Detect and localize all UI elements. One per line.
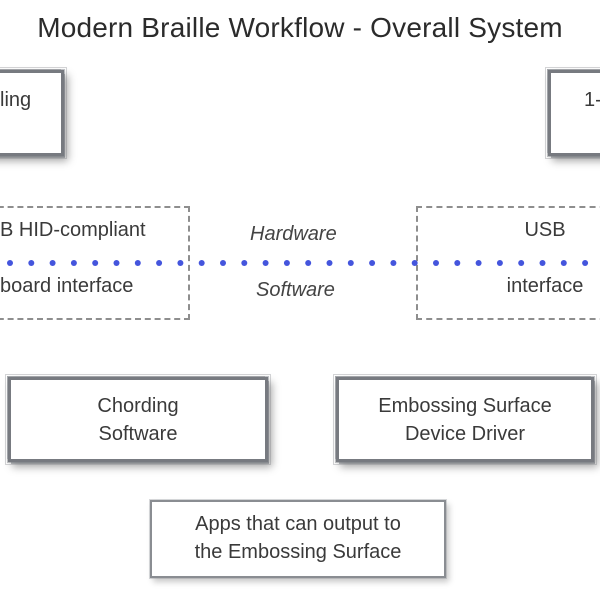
divider-dot bbox=[326, 260, 333, 266]
usb-interface-line2: interface bbox=[506, 275, 584, 297]
divider-dot bbox=[177, 260, 184, 266]
hid-interface-box bbox=[0, 206, 190, 320]
top-left-box-label: ling bbox=[0, 89, 32, 111]
chording-software-line1: Chording bbox=[97, 395, 179, 417]
apps-line1: Apps that can output to bbox=[195, 513, 401, 535]
divider-dot bbox=[539, 260, 546, 266]
divider-dot bbox=[198, 260, 205, 266]
divider-dot bbox=[134, 260, 141, 266]
hardware-label: Hardware bbox=[250, 223, 337, 245]
device-driver-box bbox=[333, 374, 597, 465]
software-label: Software bbox=[256, 279, 335, 301]
usb-interface-line1: USB bbox=[524, 219, 566, 241]
divider-dot bbox=[390, 260, 397, 266]
diagram-title: Modern Braille Workflow - Overall System bbox=[37, 12, 563, 43]
top-right-box-label: 1- bbox=[584, 89, 600, 111]
divider-dot bbox=[347, 260, 354, 266]
divider-dot bbox=[283, 260, 290, 266]
divider-dot bbox=[411, 260, 418, 266]
device-driver-line2: Device Driver bbox=[404, 423, 526, 445]
device-driver-line1: Embossing Surface bbox=[378, 395, 552, 417]
divider-dot bbox=[560, 260, 567, 266]
hid-interface-line2: board interface bbox=[0, 275, 134, 297]
divider-dot bbox=[220, 260, 226, 266]
divider-dot bbox=[475, 260, 482, 266]
divider-dot bbox=[262, 260, 269, 266]
divider-dot bbox=[7, 260, 13, 266]
top-right-box bbox=[545, 67, 600, 159]
divider-dot bbox=[582, 260, 589, 266]
top-left-box bbox=[0, 67, 67, 159]
hid-interface-line1: B HID-compliant bbox=[0, 219, 146, 241]
divider-dot bbox=[433, 260, 439, 266]
divider-dot bbox=[113, 260, 120, 266]
divider-dot bbox=[28, 260, 35, 266]
chording-software-box bbox=[5, 374, 271, 465]
hardware-software-divider bbox=[7, 260, 589, 266]
chording-software-line2: Software bbox=[98, 423, 178, 445]
apps-line2: the Embossing Surface bbox=[194, 541, 402, 563]
divider-dot bbox=[70, 260, 77, 266]
divider-dot bbox=[241, 260, 248, 266]
divider-dot bbox=[496, 260, 503, 266]
apps-box bbox=[150, 500, 446, 578]
divider-dot bbox=[369, 260, 376, 266]
divider-dot bbox=[49, 260, 56, 266]
divider-dot bbox=[156, 260, 163, 266]
divider-dot bbox=[454, 260, 461, 266]
divider-dot bbox=[92, 260, 99, 266]
divider-dot bbox=[518, 260, 525, 266]
divider-dot bbox=[305, 260, 312, 266]
